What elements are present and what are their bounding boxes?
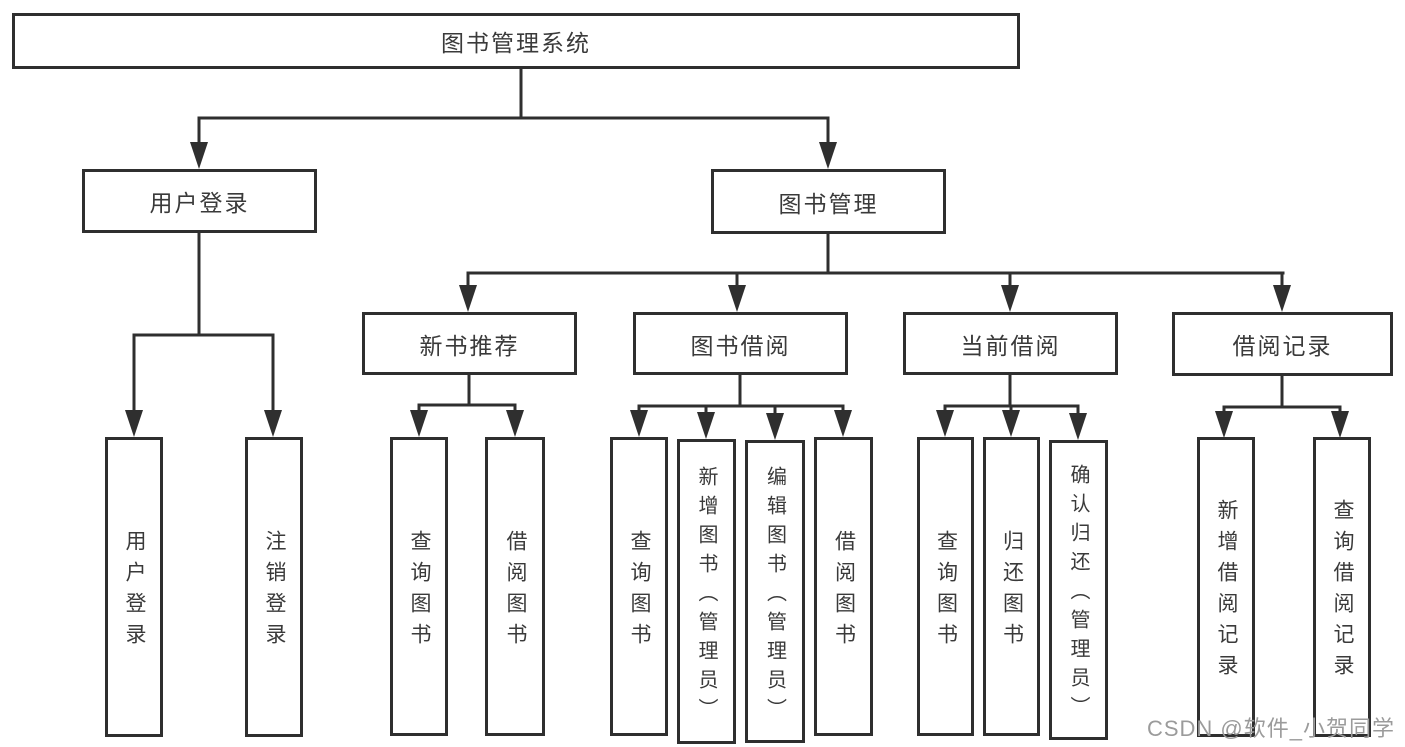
leaf-add-book-admin-label: 新增图书（管理员） [695,465,717,727]
node-book-borrowing: 图书借阅 [633,312,848,375]
arrowhead [125,410,143,437]
arrowhead [410,410,428,437]
arrowhead [819,142,837,169]
leaf-user-login: 用户登录 [105,437,163,737]
leaf-borrow-books-1: 借阅图书 [485,437,545,736]
arrowhead [1069,413,1087,440]
leaf-logout: 注销登录 [245,437,303,737]
leaf-query-books-3-label: 查询图书 [934,529,958,654]
arrowhead [190,142,208,169]
leaf-confirm-return-admin: 确认归还（管理员） [1049,440,1108,740]
leaf-borrow-books-2: 借阅图书 [814,437,873,736]
node-borrowing-records: 借阅记录 [1172,312,1393,376]
leaf-query-books-2-label: 查询图书 [628,529,651,654]
arrowhead [1001,285,1019,312]
leaf-edit-book-admin: 编辑图书（管理员） [745,440,805,743]
leaf-borrow-books-1-label: 借阅图书 [504,529,527,654]
leaf-query-books-3: 查询图书 [917,437,974,736]
node-book-management-label: 图书管理 [778,190,879,217]
leaf-query-borrow-record-label: 查询借阅记录 [1331,499,1354,685]
arrowhead [506,410,524,437]
leaf-borrow-books-2-label: 借阅图书 [832,529,856,654]
leaf-query-books-1-label: 查询图书 [408,529,431,654]
arrowhead [834,410,852,437]
arrowhead [766,413,784,440]
leaf-confirm-return-admin-label: 确认归还（管理员） [1067,464,1089,725]
node-user-login: 用户登录 [82,169,317,233]
node-borrowing-records-label: 借阅记录 [1232,333,1333,359]
leaf-return-books: 归还图书 [983,437,1040,736]
node-root-label: 图书管理系统 [441,30,591,56]
leaf-logout-label: 注销登录 [263,530,286,654]
arrowhead [264,410,282,437]
arrowhead [630,410,648,437]
leaf-add-borrow-record: 新增借阅记录 [1197,437,1255,737]
leaf-edit-book-admin-label: 编辑图书（管理员） [763,465,786,727]
arrowhead [728,285,746,312]
arrowhead [936,410,954,437]
arrowhead [1273,285,1291,312]
node-new-book-recommend-label: 新书推荐 [419,332,520,359]
leaf-add-borrow-record-label: 新增借阅记录 [1215,499,1238,685]
leaf-query-books-1: 查询图书 [390,437,448,736]
leaf-query-borrow-record: 查询借阅记录 [1313,437,1371,737]
arrowhead [1002,410,1020,437]
csdn-watermark: CSDN @软件_小贺同学 [1146,716,1395,741]
arrowhead [459,285,477,312]
node-book-borrowing-label: 图书借阅 [690,332,791,359]
arrowhead [1215,411,1233,438]
node-root-system: 图书管理系统 [12,13,1020,69]
arrowhead [1331,411,1349,438]
node-user-login-label: 用户登录 [149,190,250,216]
node-current-borrowing-label: 当前借阅 [960,332,1061,359]
node-book-management: 图书管理 [711,169,946,234]
arrowhead [697,412,715,439]
leaf-add-book-admin: 新增图书（管理员） [677,439,736,744]
node-new-book-recommend: 新书推荐 [362,312,577,375]
leaf-query-books-2: 查询图书 [610,437,668,736]
node-current-borrowing: 当前借阅 [903,312,1118,375]
leaf-return-books-label: 归还图书 [1000,529,1024,654]
leaf-user-login-label: 用户登录 [123,530,146,654]
